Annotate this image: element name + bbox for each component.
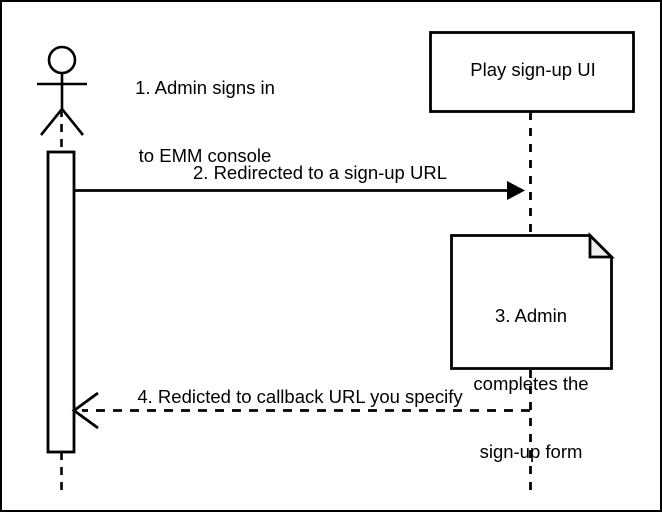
stick-figure-actor-icon [37,45,87,136]
participant-label-play-signup-ui: Play sign-up UI [470,59,596,80]
note-line-1: 3. Admin [495,305,567,327]
actor-activation-bar [46,150,76,454]
message-arrow-2 [74,181,525,200]
actor-annotation-line-2: to EMM console [138,144,272,166]
note-line-3: sign-up form [479,440,583,462]
actor-annotation-line-1: 1. Admin signs in [135,77,275,99]
message-label-4: 4. Redicted to callback URL you specify [137,386,463,407]
message-arrow-4 [71,391,530,430]
note-line-2: completes the [473,372,589,394]
note-label-3: 3. Admin completes the sign-up form [452,260,610,508]
note-shape-3 [450,232,615,370]
message-label-2: 2. Redirected to a sign-up URL [193,162,447,183]
actor-annotation-label: 1. Admin signs in to EMM console [94,32,316,213]
participant-box-play-signup-ui [429,31,635,113]
